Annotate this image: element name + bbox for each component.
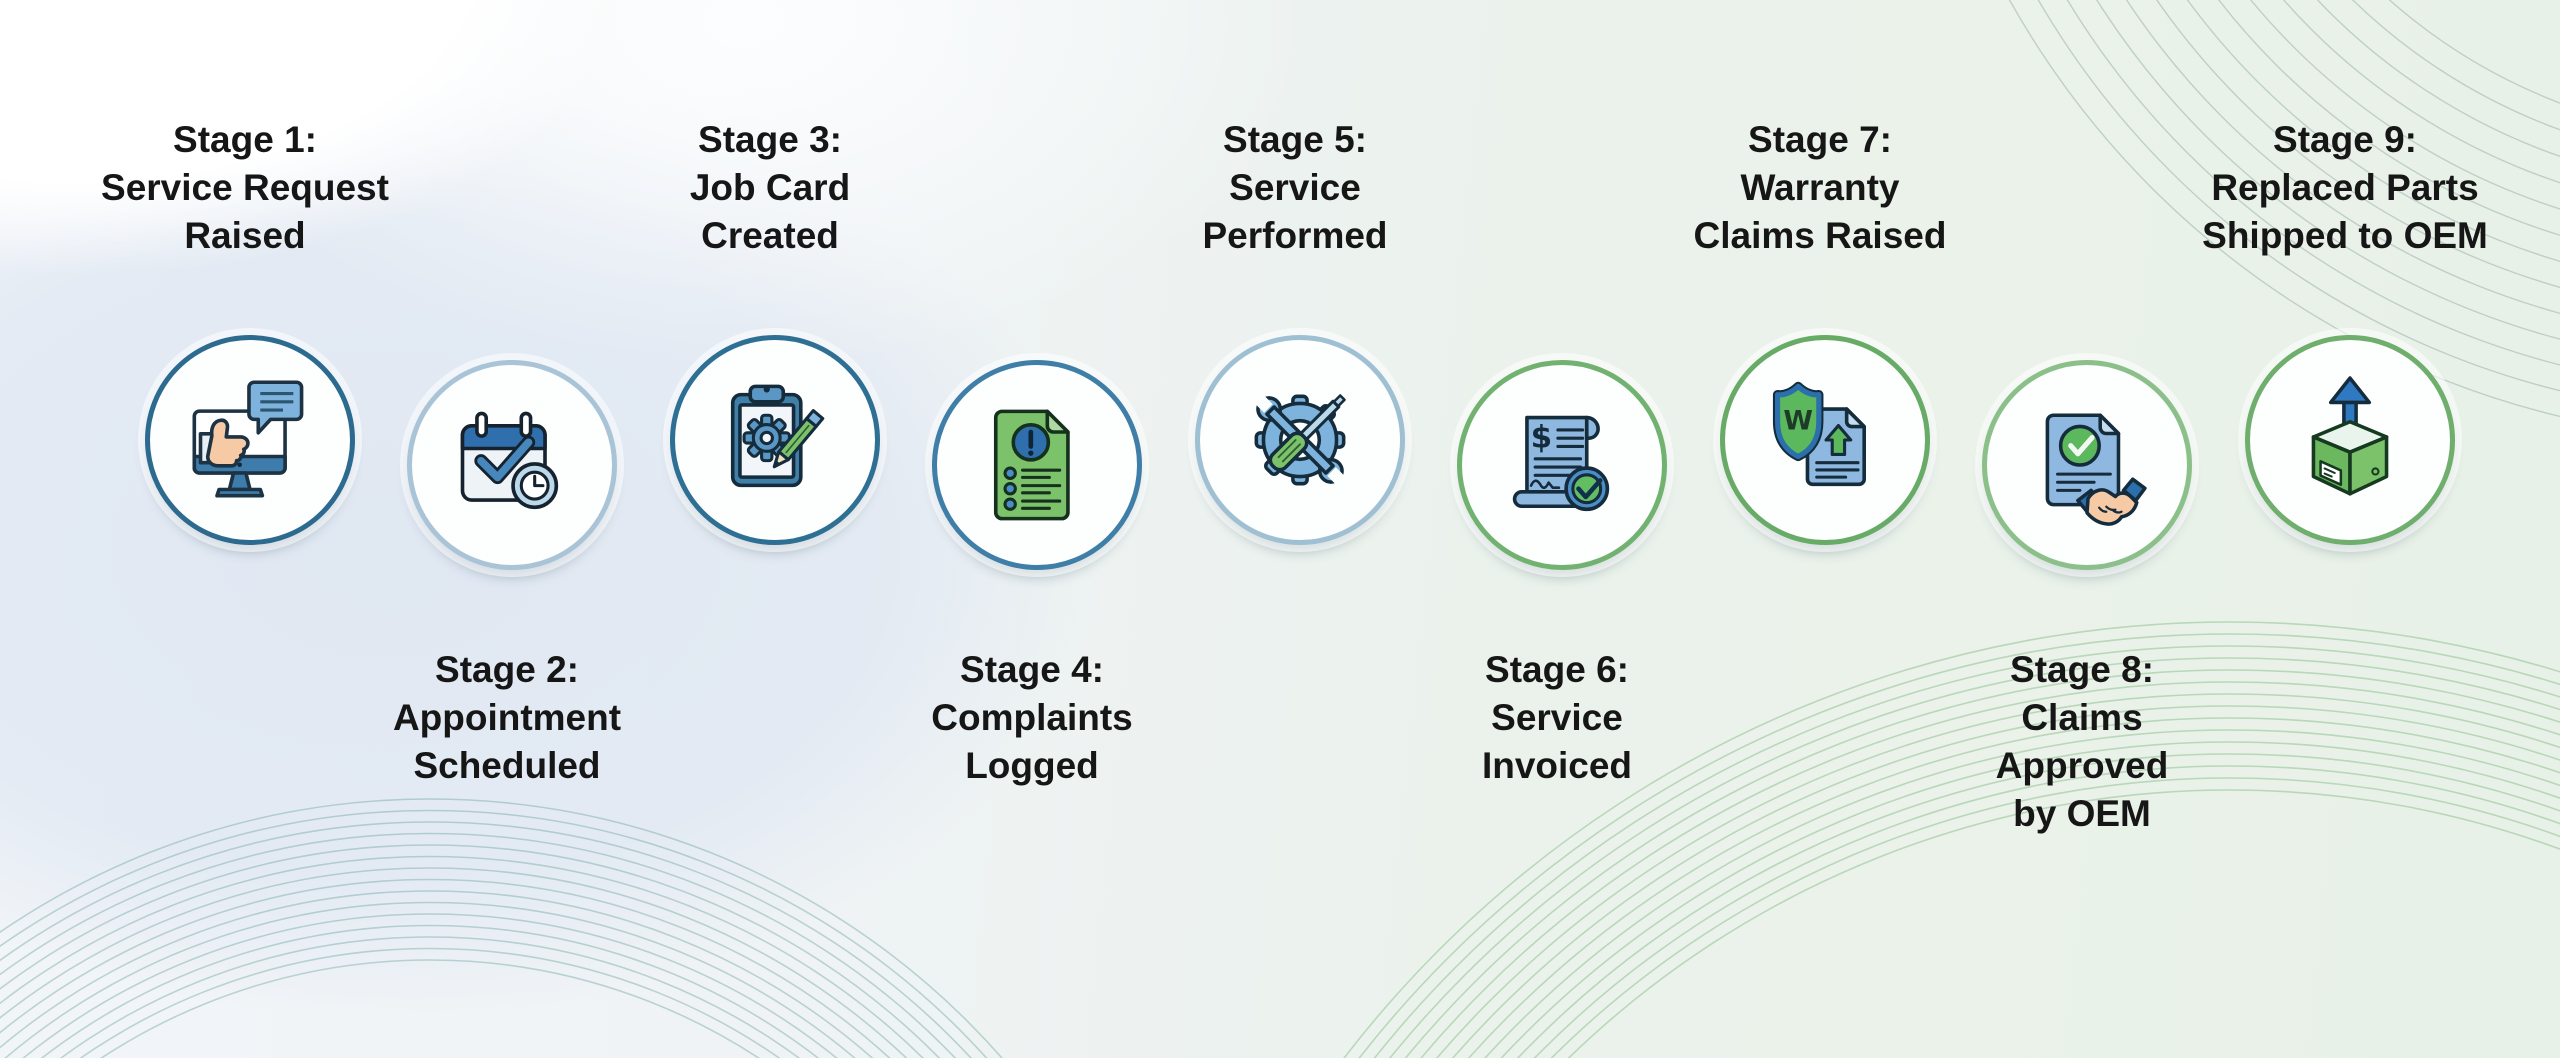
stage-1-line-3: Raised [184, 215, 306, 256]
stage-4-line-3: Logged [965, 745, 1099, 786]
stage-4-label: Stage 4: Complaints Logged [872, 646, 1192, 790]
stage-8-label: Stage 8: Claims Approved by OEM [1922, 646, 2242, 838]
stage-8: Stage 8: Claims Approved by OEM [1922, 0, 2242, 1058]
calendar-check-clock-icon [460, 411, 559, 510]
stage-2: Stage 2: Appointment Scheduled [347, 0, 667, 1058]
wave-pattern-bottom-right [1343, 621, 2560, 1058]
stage-1-circle [145, 335, 355, 545]
stage-3-label: Stage 3: Job Card Created [610, 116, 930, 260]
stage-5-circle [1195, 335, 1405, 545]
stage-7: Stage 7: Warranty Claims Raised W [1660, 0, 1980, 1058]
stage-9: Stage 9: Replaced Parts Shipped to OEM [2185, 0, 2505, 1058]
stage-9-line-2: Replaced Parts [2211, 167, 2479, 208]
complaint-document-icon [993, 409, 1070, 521]
stage-2-line-1: Stage 2: [435, 649, 579, 690]
stage-5-line-2: Service [1229, 167, 1361, 208]
wave-pattern-bottom-left [0, 798, 1003, 1058]
stage-1-line-1: Stage 1: [173, 119, 317, 160]
stage-3-line-3: Created [701, 215, 839, 256]
stage-4-line-2: Complaints [931, 697, 1133, 738]
clipboard-gear-pencil-icon [730, 384, 825, 488]
stage-9-line-1: Stage 9: [2273, 119, 2417, 160]
stage-5-label: Stage 5: Service Performed [1135, 116, 1455, 260]
stage-3-line-1: Stage 3: [698, 119, 842, 160]
stage-6: $ Stage 6: Service Invoiced [1397, 0, 1717, 1058]
stage-2-label: Stage 2: Appointment Scheduled [347, 646, 667, 790]
stage-3-circle [670, 335, 880, 545]
stage-8-line-4: by OEM [2013, 793, 2151, 834]
stage-1-label: Stage 1: Service Request Raised [85, 116, 405, 260]
parts-box-arrow-icon [2311, 376, 2389, 496]
stage-9-label: Stage 9: Replaced Parts Shipped to OEM [2185, 116, 2505, 260]
stage-4-circle [932, 360, 1142, 570]
stage-7-line-2: Warranty [1740, 167, 1900, 208]
stage-1: Stage 1: Service Request Raised [85, 0, 405, 1058]
monitor-thumbs-up-icon [192, 380, 304, 498]
stage-6-line-2: Service [1491, 697, 1623, 738]
stage-7-label: Stage 7: Warranty Claims Raised [1660, 116, 1980, 260]
stage-5-line-3: Performed [1202, 215, 1388, 256]
stage-6-label: Stage 6: Service Invoiced [1397, 646, 1717, 790]
gear-wrench-screwdriver-icon [1254, 394, 1346, 486]
stage-8-line-2: Claims [2021, 697, 2143, 738]
stage-8-line-3: Approved [1995, 745, 2169, 786]
stage-4: Stage 4: Complaints Logged [872, 0, 1192, 1058]
svg-text:W: W [1783, 406, 1813, 437]
stage-2-line-2: Appointment [392, 697, 622, 738]
stage-4-line-1: Stage 4: [960, 649, 1104, 690]
stage-8-line-1: Stage 8: [2010, 649, 2154, 690]
stage-7-circle: W [1720, 335, 1930, 545]
stage-8-circle [1982, 360, 2192, 570]
stage-2-line-3: Scheduled [413, 745, 601, 786]
stage-5: Stage 5: Service Performed [1135, 0, 1455, 1058]
stage-7-line-1: Stage 7: [1748, 119, 1892, 160]
svg-text:$: $ [1531, 419, 1553, 455]
stage-1-line-2: Service Request [101, 167, 389, 208]
stage-7-line-3: Claims Raised [1693, 215, 1947, 256]
stage-6-line-1: Stage 6: [1485, 649, 1629, 690]
stage-6-circle: $ [1457, 360, 1667, 570]
document-handshake-icon [2045, 413, 2147, 526]
stage-2-circle [407, 360, 617, 570]
warranty-shield-document-icon: W [1772, 381, 1866, 487]
stage-9-circle [2245, 335, 2455, 545]
invoice-check-icon: $ [1512, 415, 1610, 512]
stage-3: Stage 3: Job Card Created [610, 0, 930, 1058]
stage-9-line-3: Shipped to OEM [2202, 215, 2488, 256]
stage-3-line-2: Job Card [689, 167, 851, 208]
stage-5-line-1: Stage 5: [1223, 119, 1367, 160]
stage-6-line-3: Invoiced [1481, 745, 1633, 786]
